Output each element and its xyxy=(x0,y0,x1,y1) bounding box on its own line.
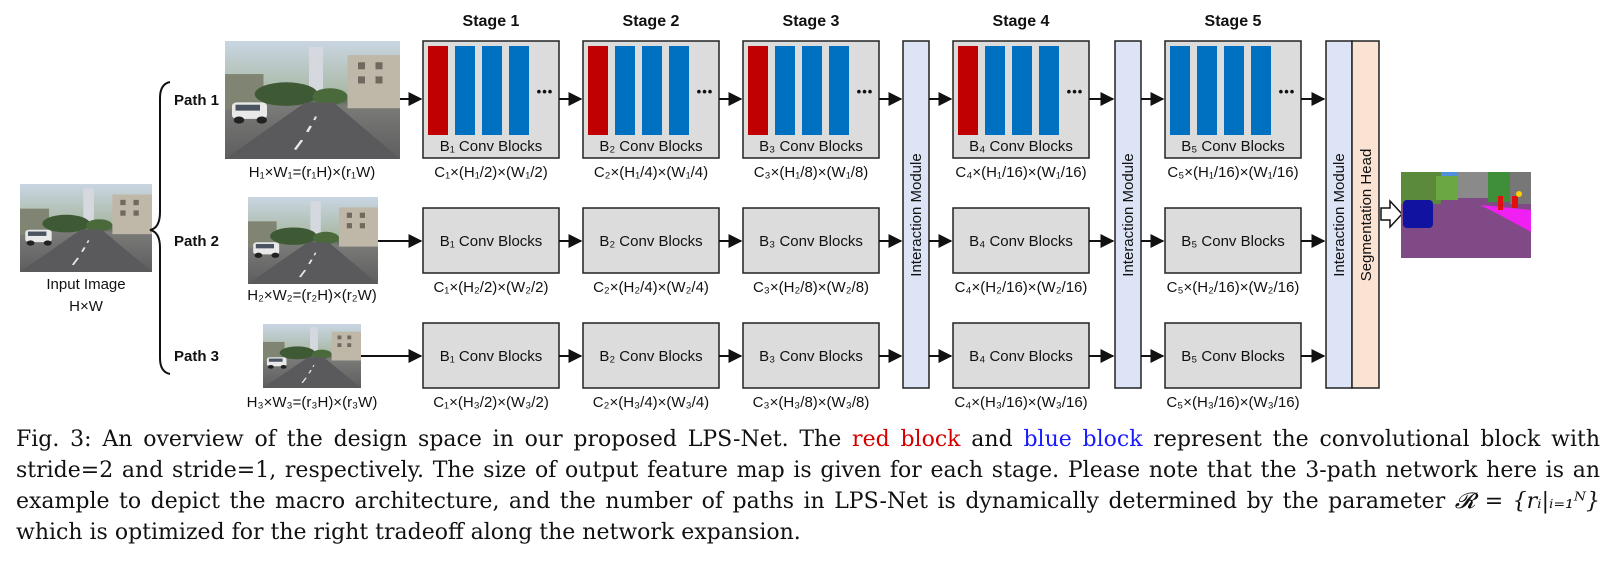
caption-text-3: represent the convolutional block with s… xyxy=(16,427,1601,514)
caption-prefix: Fig. 3: xyxy=(16,427,92,452)
arrows xyxy=(361,92,1326,363)
caption-red-block: red block xyxy=(852,427,961,452)
ellipsis: ••• xyxy=(857,84,874,99)
block-label: B₅ Conv Blocks xyxy=(1181,233,1285,250)
output-size: C₂×(H₃/4)×(W₃/4) xyxy=(593,394,709,411)
path-1-size: H₁×W₁=(r₁H)×(r₁W) xyxy=(249,164,375,181)
architecture-diagram: Input Image H×W Path 1 Path 2 Path 3 H₁×… xyxy=(20,13,1531,411)
output-size: C₂×(H₁/4)×(W₁/4) xyxy=(594,164,708,181)
block-label: B₃ Conv Blocks xyxy=(759,138,863,155)
segmentation-head: Segmentation Head xyxy=(1351,40,1380,389)
path-3-size: H₃×W₃=(r₃H)×(r₃W) xyxy=(247,394,378,411)
path-3-stage-4-box: B₄ Conv Blocks xyxy=(952,322,1090,389)
path-brace xyxy=(149,81,171,375)
block-label: B₁ Conv Blocks xyxy=(440,138,543,155)
output-size: C₄×(H₁/16)×(W₁/16) xyxy=(955,164,1086,181)
path-2-stage-5-box: B₅ Conv Blocks xyxy=(1164,207,1302,274)
block-label: B₂ Conv Blocks xyxy=(599,233,702,250)
path-3-stage-2-box: B₂ Conv Blocks xyxy=(582,322,720,389)
interaction-module-label: Interaction Module xyxy=(908,153,925,276)
output-size: C₂×(H₂/4)×(W₂/4) xyxy=(593,279,709,296)
interaction-module-2: Interaction Module xyxy=(1114,40,1142,389)
path-1-stage-1-box: ••• B₁ Conv Blocks xyxy=(422,40,560,159)
caption-blue-block: blue block xyxy=(1023,427,1143,452)
block-label: B₅ Conv Blocks xyxy=(1181,138,1285,155)
input-image xyxy=(20,184,152,272)
output-size: C₁×(H₂/2)×(W₂/2) xyxy=(433,279,548,296)
stage-2-title: Stage 2 xyxy=(623,13,680,30)
segmentation-output-image xyxy=(1401,172,1531,258)
block-label: B₁ Conv Blocks xyxy=(440,233,543,250)
path-3-stage-5-box: B₅ Conv Blocks xyxy=(1164,322,1302,389)
stage-4-title: Stage 4 xyxy=(993,13,1050,30)
path-3-stage-3-box: B₃ Conv Blocks xyxy=(742,322,880,389)
path-3-label: Path 3 xyxy=(174,348,219,365)
output-size: C₁×(H₃/2)×(W₃/2) xyxy=(433,394,549,411)
ellipsis: ••• xyxy=(1279,84,1296,99)
output-arrow xyxy=(1380,199,1404,229)
path-2-stage-3-box: B₃ Conv Blocks xyxy=(742,207,880,274)
segmentation-head-label: Segmentation Head xyxy=(1358,149,1375,282)
stage-3-title: Stage 3 xyxy=(783,13,840,30)
ellipsis: ••• xyxy=(1067,84,1084,99)
stage-5-title: Stage 5 xyxy=(1205,13,1262,30)
output-size: C₅×(H₁/16)×(W₁/16) xyxy=(1167,164,1298,181)
caption-text-2: and xyxy=(960,427,1024,452)
block-label: B₅ Conv Blocks xyxy=(1181,348,1285,365)
interaction-module-label: Interaction Module xyxy=(1120,153,1137,276)
output-size-labels: C₁×(H₁/2)×(W₁/2) C₂×(H₁/4)×(W₁/4) C₃×(H₁… xyxy=(433,164,1299,411)
block-label: B₁ Conv Blocks xyxy=(440,348,543,365)
path-2-size: H₂×W₂=(r₂H)×(r₂W) xyxy=(247,287,377,304)
block-label: B₃ Conv Blocks xyxy=(759,233,863,250)
caption-math: 𝓡 = {rᵢ|ᵢ₌₁ᴺ} xyxy=(1454,489,1600,514)
output-size: C₃×(H₂/8)×(W₂/8) xyxy=(753,279,869,296)
path-2-label: Path 2 xyxy=(174,233,219,250)
caption-text-1: An overview of the design space in our p… xyxy=(91,427,853,452)
path-1-stage-5-box: ••• B₅ Conv Blocks xyxy=(1164,40,1302,159)
output-size: C₅×(H₃/16)×(W₃/16) xyxy=(1166,394,1299,411)
block-label: B₄ Conv Blocks xyxy=(969,138,1073,155)
path-1-label: Path 1 xyxy=(174,92,219,109)
figure-caption: Fig. 3: An overview of the design space … xyxy=(16,424,1600,548)
ellipsis: ••• xyxy=(697,84,714,99)
path-1-stage-3-box: ••• B₃ Conv Blocks xyxy=(742,40,880,159)
ellipsis: ••• xyxy=(537,84,554,99)
path-2-stage-2-box: B₂ Conv Blocks xyxy=(582,207,720,274)
path-1-stage-2-box: ••• B₂ Conv Blocks xyxy=(582,40,720,159)
output-size: C₅×(H₂/16)×(W₂/16) xyxy=(1167,279,1300,296)
path-2-image xyxy=(248,197,378,284)
output-size: C₄×(H₂/16)×(W₂/16) xyxy=(955,279,1088,296)
interaction-module-1: Interaction Module xyxy=(902,40,930,389)
interaction-module-label: Interaction Module xyxy=(1331,153,1348,276)
block-label: B₂ Conv Blocks xyxy=(599,138,702,155)
path-3-image xyxy=(263,324,361,388)
output-size: C₃×(H₃/8)×(W₃/8) xyxy=(753,394,870,411)
path-2-stage-1-box: B₁ Conv Blocks xyxy=(422,207,560,274)
output-size: C₁×(H₁/2)×(W₁/2) xyxy=(434,164,548,181)
path-2-stage-4-box: B₄ Conv Blocks xyxy=(952,207,1090,274)
block-label: B₄ Conv Blocks xyxy=(969,348,1073,365)
interaction-module-3: Interaction Module xyxy=(1325,40,1353,389)
block-label: B₂ Conv Blocks xyxy=(599,348,702,365)
output-size: C₄×(H₃/16)×(W₃/16) xyxy=(954,394,1087,411)
caption-text-4: which is optimized for the right tradeof… xyxy=(16,520,801,545)
input-image-label: Input Image xyxy=(46,276,125,293)
input-image-size: H×W xyxy=(69,298,104,315)
path-1-stage-4-box: ••• B₄ Conv Blocks xyxy=(952,40,1090,159)
block-label: B₄ Conv Blocks xyxy=(969,233,1073,250)
output-size: C₃×(H₁/8)×(W₁/8) xyxy=(754,164,869,181)
block-label: B₃ Conv Blocks xyxy=(759,348,863,365)
stage-1-title: Stage 1 xyxy=(463,13,520,30)
path-1-image xyxy=(225,41,400,159)
path-3-stage-1-box: B₁ Conv Blocks xyxy=(422,322,560,389)
